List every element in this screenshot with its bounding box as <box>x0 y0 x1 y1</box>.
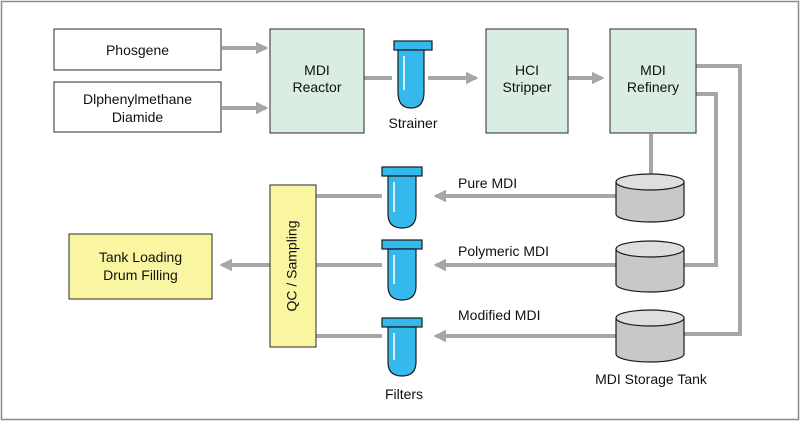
refinery-label-line1: MDI <box>640 62 666 78</box>
phosgene-label: Phosgene <box>106 42 169 58</box>
qc-sampling-label: QC / Sampling <box>284 220 300 311</box>
output-box: Tank Loading Drum Filling <box>68 233 213 300</box>
storage-tank-modified <box>615 309 685 363</box>
refinery-label-line2: Refinery <box>627 79 679 95</box>
output-label-line1: Tank Loading <box>99 249 182 265</box>
polymeric-mdi-label: Polymeric MDI <box>458 243 549 259</box>
diamide-label-line2: Diamide <box>112 109 164 125</box>
storage-tank-pure <box>615 173 685 223</box>
diamide-label-line1: Dlphenylmethane <box>83 91 192 107</box>
strainer-label: Strainer <box>388 115 437 131</box>
phosgene-box: Phosgene <box>53 28 222 71</box>
hci-stripper-box: HCI Stripper <box>485 28 569 134</box>
modified-mdi-label: Modified MDI <box>458 307 540 323</box>
filter-icon-pure <box>381 166 423 229</box>
mdi-refinery-box: MDI Refinery <box>609 28 697 134</box>
filters-label: Filters <box>385 386 423 402</box>
stripper-label-line1: HCI <box>515 62 539 78</box>
refinery-to-tank2-line <box>684 92 718 267</box>
qc-sampling-box: QC / Sampling <box>269 184 317 348</box>
filter-icon-modified <box>381 317 423 377</box>
stripper-label-line2: Stripper <box>502 79 551 95</box>
reactor-label-line2: Reactor <box>292 79 341 95</box>
mdi-reactor-box: MDI Reactor <box>269 28 365 134</box>
output-label-line2: Drum Filling <box>103 267 178 283</box>
pure-mdi-label: Pure MDI <box>458 175 517 191</box>
storage-tank-polymeric <box>615 240 685 293</box>
reactor-label-line1: MDI <box>304 62 330 78</box>
refinery-to-tank3-line <box>684 64 742 336</box>
filter-icon-polymeric <box>381 239 423 301</box>
flow-lines <box>219 41 742 343</box>
storage-tank-label: MDI Storage Tank <box>595 371 708 387</box>
strainer-icon <box>393 40 433 109</box>
diamide-box: Dlphenylmethane Diamide <box>53 81 222 133</box>
